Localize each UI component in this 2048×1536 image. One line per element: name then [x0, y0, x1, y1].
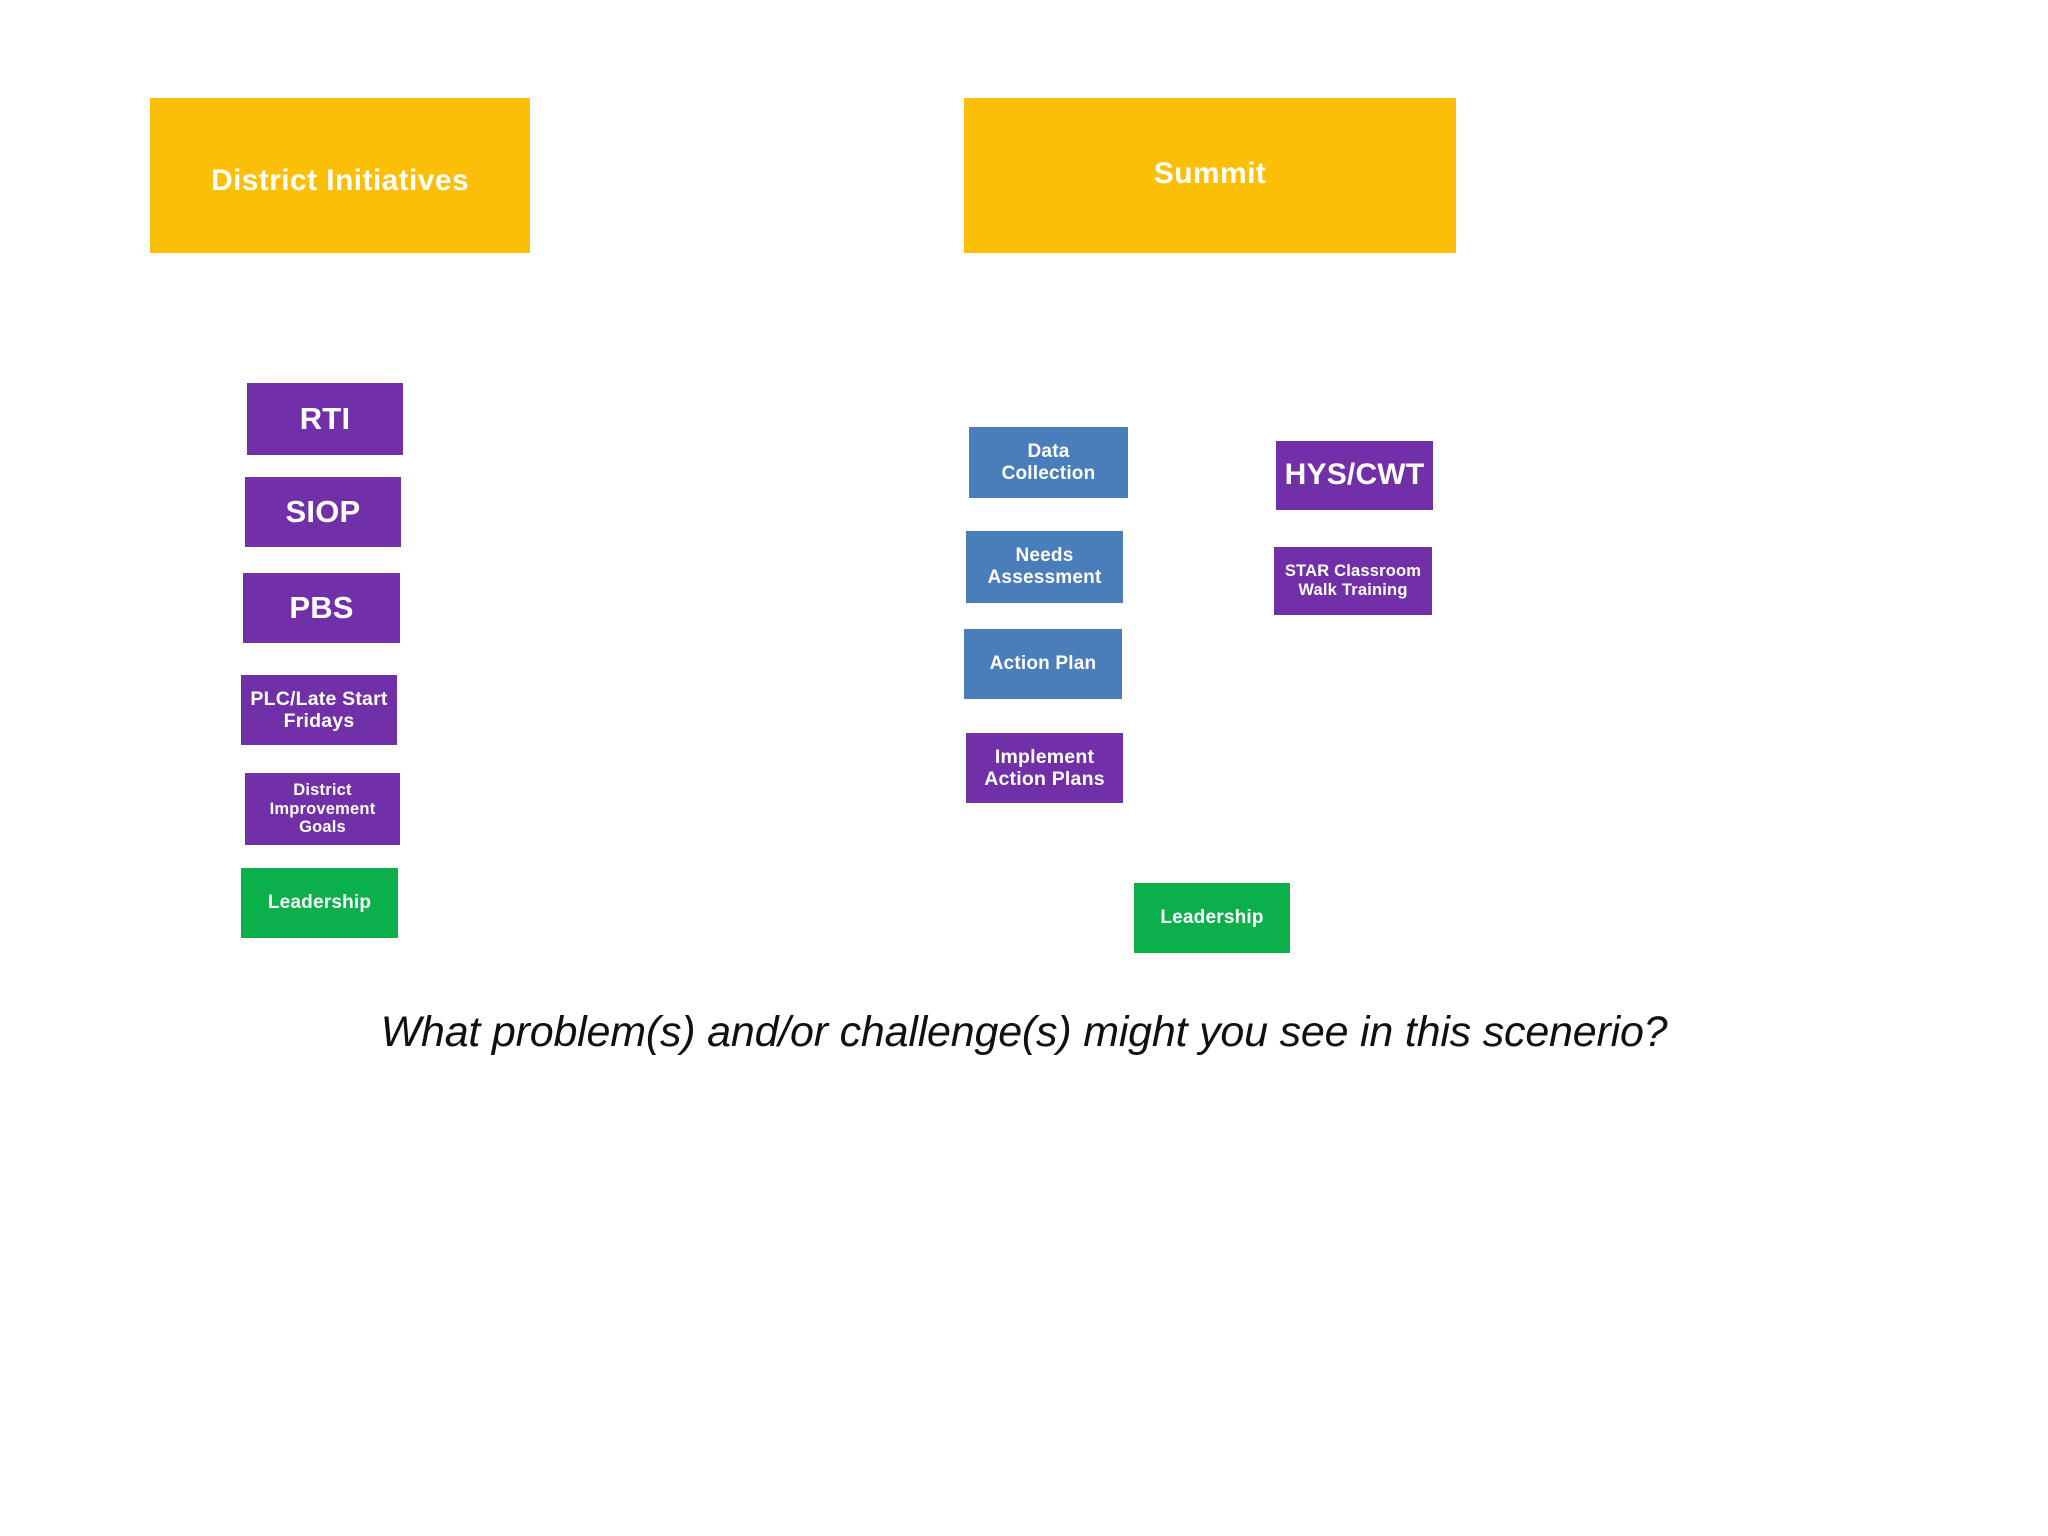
summit-step-needs-assessment[interactable]: Needs Assessment: [966, 531, 1123, 603]
district-item-plc-late-start-fridays[interactable]: PLC/Late Start Fridays: [241, 675, 397, 745]
summit-support-star-classroom-walk-training[interactable]: STAR Classroom Walk Training: [1274, 547, 1432, 615]
summit-step-leadership-label: Leadership: [1160, 907, 1264, 929]
summit-support-hys-cwt-label: HYS/CWT: [1284, 458, 1425, 492]
district-item-district-improvement-goals-label: District Improvement Goals: [269, 780, 376, 837]
district-item-district-improvement-goals[interactable]: District Improvement Goals: [245, 773, 400, 845]
district-initiatives-banner-label: District Initiatives: [210, 164, 470, 198]
summit-support-star-classroom-walk-training-label: STAR Classroom Walk Training: [1284, 562, 1422, 599]
summit-step-needs-assessment-label: Needs Assessment: [987, 545, 1102, 588]
summit-step-action-plan-label: Action Plan: [989, 653, 1097, 675]
slide-question-text: What problem(s) and/or challenge(s) migh…: [380, 1008, 1668, 1056]
summit-support-hys-cwt[interactable]: HYS/CWT: [1276, 441, 1433, 510]
district-item-siop-label: SIOP: [285, 494, 361, 530]
summit-banner-label: Summit: [1153, 157, 1267, 191]
district-item-pbs-label: PBS: [289, 590, 354, 626]
summit-step-data-collection-label: Data Collection: [1001, 440, 1096, 484]
district-item-siop[interactable]: SIOP: [245, 477, 401, 547]
district-item-rti-label: RTI: [299, 401, 351, 437]
district-item-leadership[interactable]: Leadership: [241, 868, 398, 938]
summit-banner[interactable]: Summit: [964, 98, 1456, 253]
district-initiatives-banner[interactable]: District Initiatives: [150, 98, 530, 253]
district-item-pbs[interactable]: PBS: [243, 573, 400, 643]
summit-step-action-plan[interactable]: Action Plan: [964, 629, 1122, 699]
summit-step-leadership[interactable]: Leadership: [1134, 883, 1290, 953]
summit-step-implement-action-plans-label: Implement Action Plans: [984, 745, 1105, 790]
district-item-leadership-label: Leadership: [267, 892, 372, 914]
district-item-plc-late-start-fridays-label: PLC/Late Start Fridays: [250, 687, 388, 732]
summit-step-data-collection[interactable]: Data Collection: [969, 427, 1128, 498]
district-item-rti[interactable]: RTI: [247, 383, 403, 455]
summit-step-implement-action-plans[interactable]: Implement Action Plans: [966, 733, 1123, 803]
